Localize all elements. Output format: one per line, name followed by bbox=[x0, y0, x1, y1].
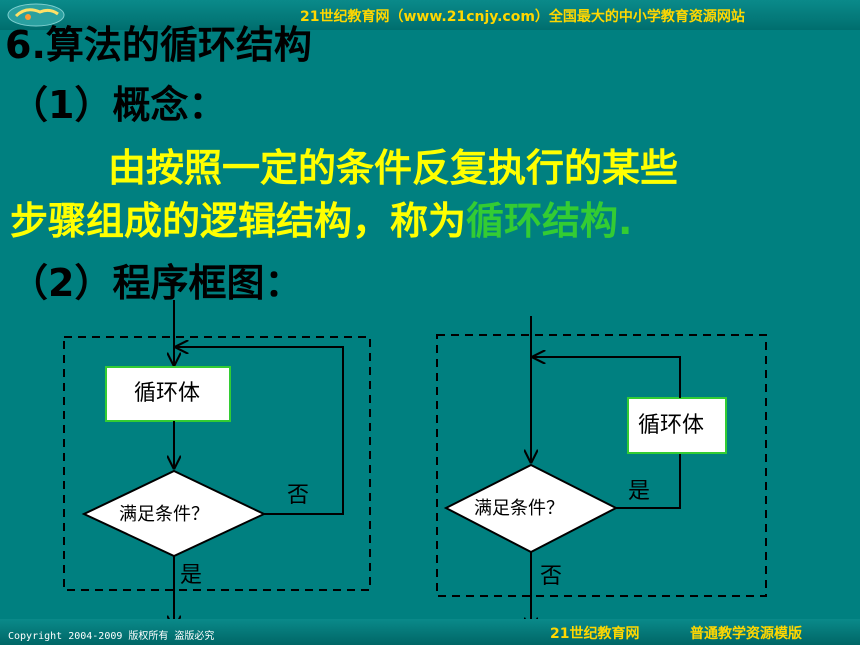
definition-term: 循环结构 bbox=[466, 199, 619, 243]
site-banner[interactable]: 21世纪教育网（www.21cnjy.com）全国最大的中小学教育资源网站 bbox=[300, 9, 745, 25]
right-no-label: 否 bbox=[540, 564, 562, 589]
site-logo-icon bbox=[7, 3, 65, 27]
right-dashed-frame bbox=[436, 334, 767, 597]
right-yes-label: 是 bbox=[628, 479, 650, 504]
right-loop-body-box bbox=[627, 397, 727, 454]
left-loop-body-label: 循环体 bbox=[134, 381, 200, 406]
right-yes-line bbox=[616, 453, 681, 509]
concept-heading: （1）概念： bbox=[10, 83, 227, 127]
left-no-loop-arrow bbox=[176, 347, 344, 515]
left-no-label: 否 bbox=[287, 483, 309, 508]
definition-period: . bbox=[618, 199, 633, 243]
flowchart-right: 满足条件？ 是 循环体 否 bbox=[436, 316, 767, 630]
footer-tagline: 普通教学资源模版 bbox=[690, 626, 802, 642]
copyright-text: Copyright 2004-2009 版权所有 盗版必究 bbox=[8, 631, 215, 642]
header-bar: 21世纪教育网（www.21cnjy.com）全国最大的中小学教育资源网站 bbox=[0, 0, 860, 30]
slide-title: 6.算法的循环结构 bbox=[5, 23, 312, 67]
left-condition-label: 满足条件？ bbox=[119, 504, 209, 525]
left-yes-label: 是 bbox=[180, 563, 202, 588]
right-loop-body-label: 循环体 bbox=[638, 413, 704, 438]
flowchart-left: 循环体 满足条件？ 否 是 bbox=[63, 300, 371, 628]
footer-bar: Copyright 2004-2009 版权所有 盗版必究 21世纪教育网 普通… bbox=[0, 619, 860, 645]
right-loop-back-arrow bbox=[533, 357, 681, 398]
flowchart-heading: （2）程序框图： bbox=[10, 261, 303, 305]
definition-text: 步骤组成的逻辑结构，称为 bbox=[10, 199, 467, 243]
footer-site-link[interactable]: 21世纪教育网 bbox=[550, 626, 640, 642]
definition-line-2: 步骤组成的逻辑结构，称为循环结构. bbox=[10, 190, 632, 245]
right-condition-label: 满足条件？ bbox=[474, 498, 564, 519]
definition-line-1: 由按照一定的条件反复执行的某些 bbox=[108, 146, 679, 190]
left-loop-body-box bbox=[105, 366, 231, 422]
